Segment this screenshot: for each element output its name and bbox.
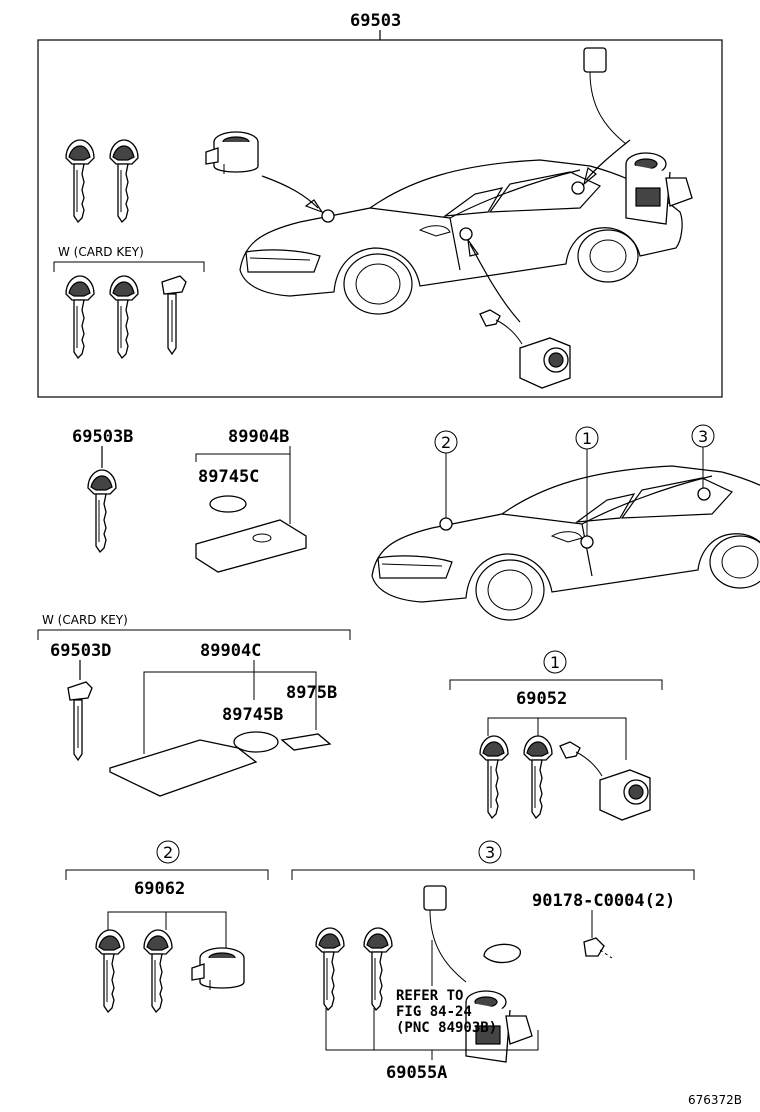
- key-icon: [109, 275, 139, 359]
- lock-cylinder-icon: [559, 741, 651, 821]
- bolt-icon: [583, 937, 605, 957]
- callout-3-section: [478, 840, 502, 864]
- key-icon: [109, 139, 139, 223]
- callout-1-section-text: 1: [550, 653, 560, 672]
- transmitter-icon: [195, 519, 307, 573]
- label-69503: 69503: [350, 11, 401, 31]
- refer-line-1: REFER TO: [396, 988, 463, 1004]
- callout-1-text: 1: [582, 429, 592, 448]
- card-icon: [109, 739, 258, 797]
- label-69503b: 69503B: [72, 427, 133, 447]
- refer-line-2: FIG 84-24: [396, 1004, 472, 1020]
- ignition-cylinder-icon: [583, 47, 693, 225]
- key-icon: [95, 929, 125, 1013]
- battery-icon: [209, 495, 247, 513]
- label-89904c: 89904C: [200, 641, 261, 661]
- battery-icon: [233, 731, 279, 753]
- key-icon: [65, 139, 95, 223]
- callout-3-text: 3: [698, 427, 708, 446]
- label-69052: 69052: [516, 689, 567, 709]
- callout-2-section: [156, 840, 180, 864]
- key-icon: [143, 929, 173, 1013]
- label-89745c: 89745C: [198, 467, 259, 487]
- callout-2-text: 2: [441, 433, 451, 452]
- assembly-box: [37, 39, 723, 398]
- label-bolt: 90178-C0004(2): [532, 891, 675, 911]
- key-icon: [87, 469, 117, 553]
- label-card-key-mid: W (CARD KEY): [42, 613, 128, 627]
- door-cylinder-icon: [191, 947, 245, 991]
- label-69503d: 69503D: [50, 641, 111, 661]
- key-icon: [523, 735, 553, 819]
- label-69062: 69062: [134, 879, 185, 899]
- card-key-icon: [161, 275, 187, 355]
- callout-3-section-text: 3: [485, 843, 495, 862]
- refer-line-3: (PNC 84903B): [396, 1020, 497, 1036]
- label-89745b: 89745B: [222, 705, 283, 725]
- callout-2-section-text: 2: [163, 843, 173, 862]
- key-icon: [315, 927, 345, 1011]
- key-icon: [65, 275, 95, 359]
- key-icon: [363, 927, 393, 1011]
- figure-id: 676372B: [688, 1093, 742, 1107]
- key-icon: [479, 735, 509, 819]
- callout-1-section: [543, 650, 567, 674]
- label-8975b: 8975B: [286, 683, 337, 703]
- door-cylinder-icon: [205, 131, 259, 175]
- label-69055a: 69055A: [386, 1063, 447, 1083]
- lock-cylinder-icon: [479, 309, 571, 389]
- card-key-icon: [67, 681, 93, 761]
- plate-icon: [280, 733, 332, 751]
- label-89904b: 89904B: [228, 427, 289, 447]
- label-card-key-top: W (CARD KEY): [58, 245, 144, 259]
